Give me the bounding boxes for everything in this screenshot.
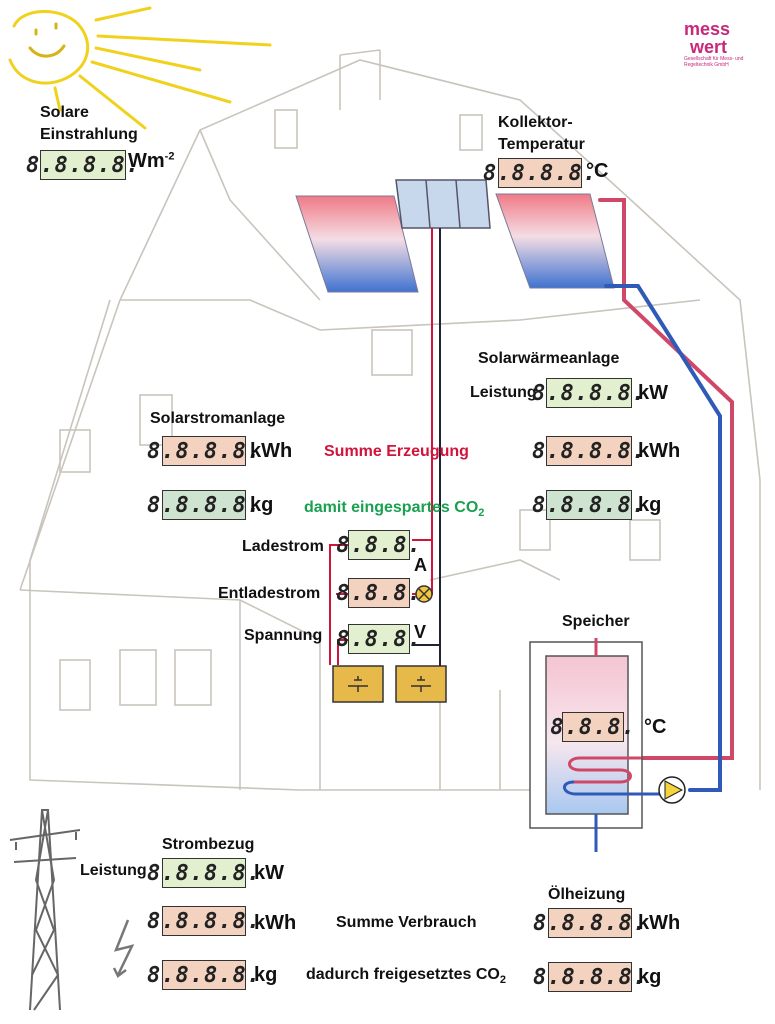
solarstrom-kg-unit: kg xyxy=(250,494,274,516)
strombezug-kw-display: 8.8.8.8. xyxy=(147,858,260,888)
solarstrom-kwh-display: 8.8.8.8. xyxy=(147,436,260,466)
solarstrom-title: Solarstromanlage xyxy=(150,410,286,427)
ampere-unit: A xyxy=(414,555,427,575)
summe-verbrauch-label: Summe Verbrauch xyxy=(336,914,477,931)
ladestrom-display: 8.8.8. xyxy=(336,530,421,560)
solarwaerme-kw-unit: kW xyxy=(638,382,668,404)
speicher-unit: °C xyxy=(644,716,667,738)
messwert-logo: mess wert Gesellschaft für Mess- und Reg… xyxy=(684,20,748,68)
volt-unit: V xyxy=(414,622,427,642)
co2-saved-text: damit eingespartes CO xyxy=(304,499,479,516)
solarstrom-kg-display: 8.8.8.8. xyxy=(147,490,260,520)
strombezug-kwh-display: 8.8.8.8. xyxy=(147,906,260,936)
battery-icons xyxy=(332,665,447,703)
solar-display: 8.8.8.8. xyxy=(26,150,139,180)
solarwaerme-kg-unit: kg xyxy=(638,494,662,516)
storage-tank xyxy=(529,638,660,852)
solar-panel-left xyxy=(295,195,419,293)
solarwaerme-kwh-display: 8.8.8.8. xyxy=(532,436,645,466)
solarwaerme-kw-display: 8.8.8.8. xyxy=(532,378,645,408)
logo-line-1: mess xyxy=(684,19,731,39)
spannung-label: Spannung xyxy=(244,627,323,644)
logo-line-2: wert xyxy=(690,37,728,57)
strombezug-title: Strombezug xyxy=(162,836,255,853)
solar-label-1: Solare xyxy=(40,104,89,121)
co2-saved-label: damit eingespartes CO2 xyxy=(304,499,485,520)
solar-unit-text: Wm xyxy=(128,150,165,172)
sun-icon xyxy=(8,6,272,130)
entladestrom-display: 8.8.8. xyxy=(336,578,421,608)
lightning-icon xyxy=(113,919,135,976)
spannung-display: 8.8.8. xyxy=(336,624,421,654)
co2-released-text: dadurch freigesetztes CO xyxy=(306,966,500,983)
solarwaerme-title: Solarwärmeanlage xyxy=(478,350,620,367)
solar-unit: Wm-2 xyxy=(128,150,175,172)
collector-panel xyxy=(495,193,615,289)
house-sketch xyxy=(19,49,761,791)
oelheizung-kg-display: 8.8.8.8. xyxy=(533,962,646,992)
power-pylon-icon xyxy=(9,809,81,1011)
kollektor-label-1: Kollektor- xyxy=(498,114,573,131)
heating-pipes xyxy=(598,198,734,792)
oelheizung-title: Ölheizung xyxy=(548,886,626,903)
strombezug-kg-display: 8.8.8.8. xyxy=(147,960,260,990)
oelheizung-kg-unit: kg xyxy=(638,966,662,988)
oelheizung-kwh-display: 8.8.8.8. xyxy=(533,908,646,938)
solarwaerme-leistung-label: Leistung xyxy=(470,384,537,401)
strombezug-kg-unit: kg xyxy=(254,964,278,986)
solarwaerme-kwh-unit: kWh xyxy=(638,440,681,462)
solar-label-2: Einstrahlung xyxy=(40,126,138,143)
kollektor-display: 8.8.8.8. xyxy=(483,158,596,188)
co2-released-label: dadurch freigesetztes CO2 xyxy=(306,966,506,987)
pump-icon xyxy=(658,776,686,804)
solarwaerme-kg-display: 8.8.8.8. xyxy=(532,490,645,520)
strombezug-kwh-unit: kWh xyxy=(254,912,297,934)
strombezug-leistung-label: Leistung xyxy=(80,862,147,879)
summe-erzeugung-label: Summe Erzeugung xyxy=(324,443,469,460)
entladestrom-label: Entladestrom xyxy=(218,585,321,602)
kollektor-label-2: Temperatur xyxy=(498,136,585,153)
speicher-display: 8.8.8. xyxy=(550,712,635,742)
lamp-icon xyxy=(415,585,433,603)
oelheizung-kwh-unit: kWh xyxy=(638,912,681,934)
kollektor-unit: °C xyxy=(586,160,609,182)
strombezug-kw-unit: kW xyxy=(254,862,284,884)
speicher-title: Speicher xyxy=(562,613,630,630)
pv-panel xyxy=(395,179,491,229)
logo-tagline: Gesellschaft für Mess- und Regeltechnik … xyxy=(684,56,744,68)
solarstrom-kwh-unit: kWh xyxy=(250,440,293,462)
ladestrom-label: Ladestrom xyxy=(242,538,324,555)
